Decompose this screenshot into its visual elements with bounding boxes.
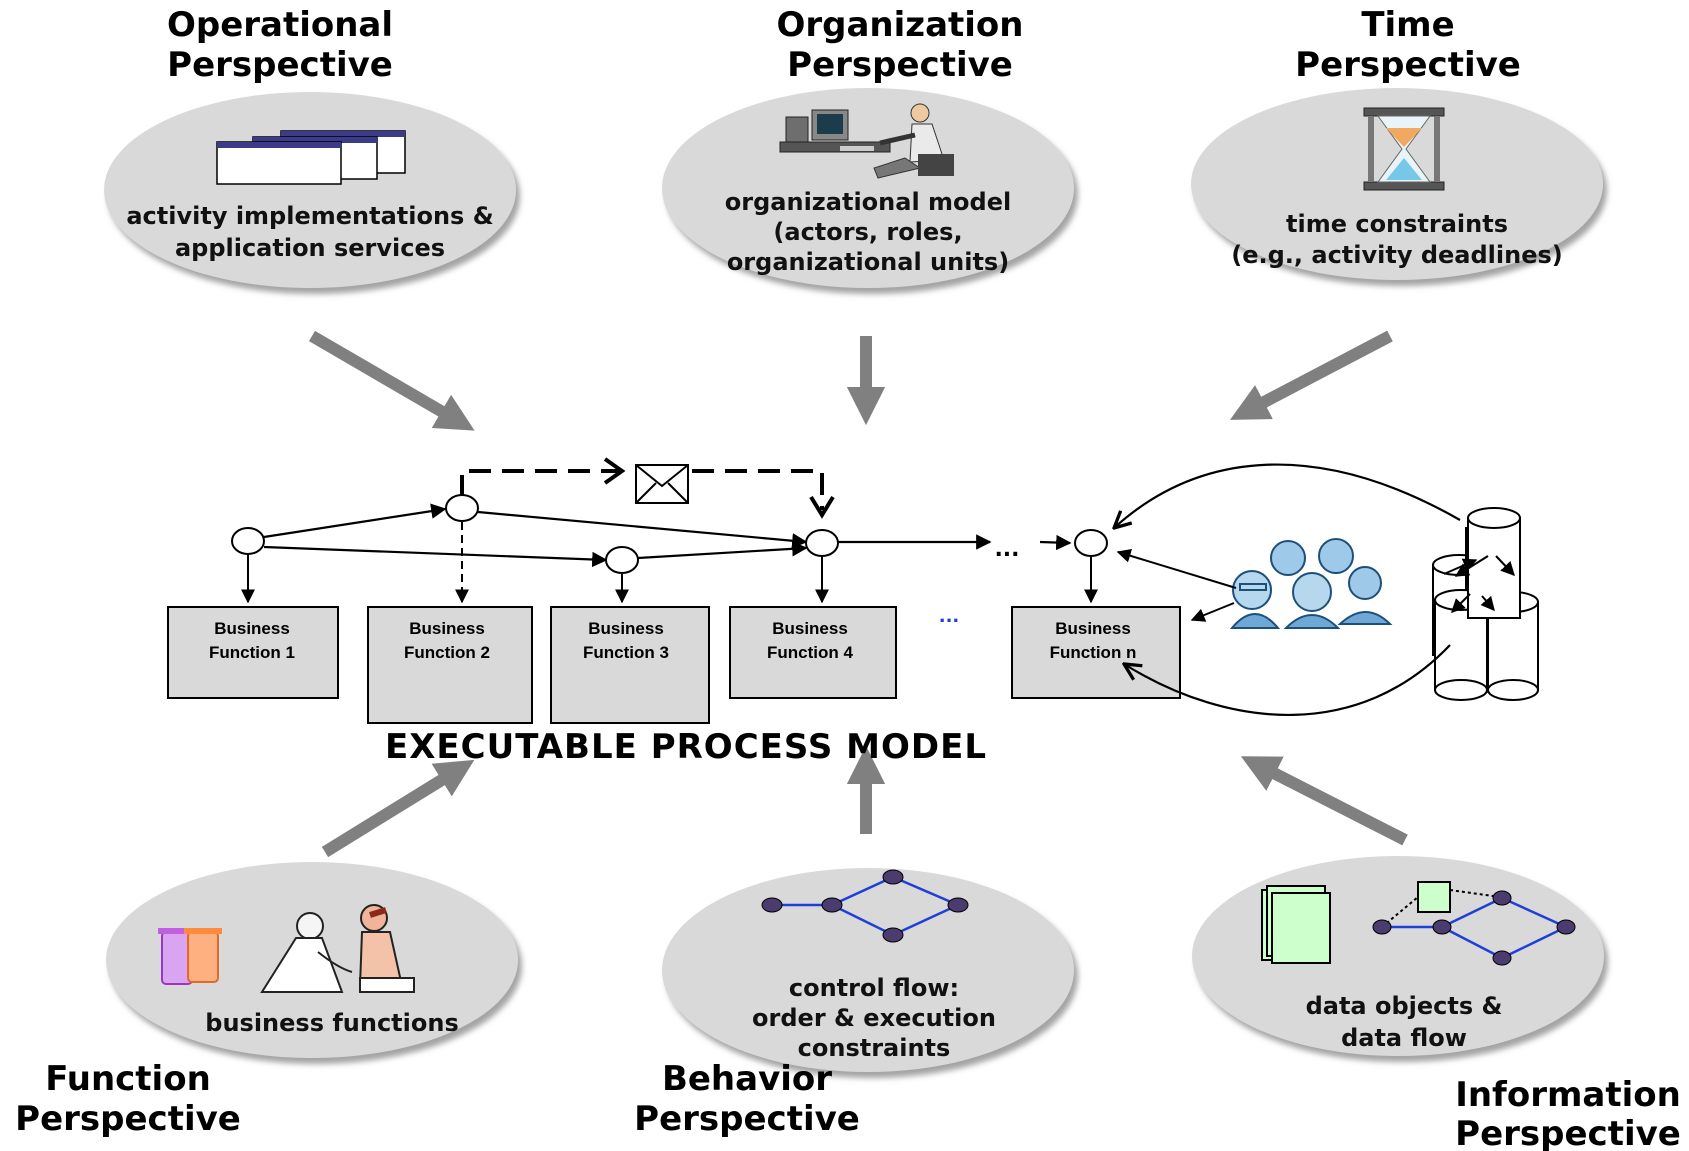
- people-group-icon: [1229, 538, 1393, 629]
- arrow-information-to-model: [1240, 756, 1408, 846]
- control-flow-graph-icon: [761, 869, 969, 943]
- information-title-line2: Perspective: [1455, 1114, 1681, 1151]
- edge-ellipsis-n5: [1039, 534, 1072, 551]
- organization-title-line1: Organization: [776, 5, 1023, 45]
- time-title-line1: Time: [1361, 5, 1454, 45]
- dataflow-db-to-function-n: [1124, 644, 1451, 716]
- time-text-line1: time constraints: [1286, 210, 1508, 238]
- message-flow-out: [460, 469, 620, 497]
- process-node-1: [231, 527, 265, 555]
- organization-title-line2: Perspective: [787, 45, 1013, 85]
- function-1-line2: Function 1: [209, 643, 295, 662]
- person-at-computer-icon: [779, 103, 954, 179]
- function-2-line1: Business: [409, 619, 485, 638]
- function-text-line1: business functions: [205, 1009, 458, 1037]
- information-text-line1: data objects &: [1306, 992, 1503, 1020]
- executable-process-model: ... Business Function 1 Business Functio…: [167, 457, 1539, 767]
- arrow-operational-to-model: [308, 330, 475, 431]
- arrow-function-to-model: [321, 759, 475, 858]
- function-title-line2: Perspective: [15, 1099, 241, 1139]
- business-function-2: Business Function 2: [367, 606, 533, 724]
- business-function-n: Business Function n: [1011, 606, 1181, 699]
- message-flow-arrowhead: [603, 457, 626, 485]
- information-title-line1: Information: [1455, 1075, 1681, 1115]
- edge-n3-n4: [637, 541, 808, 560]
- function-2-line2: Function 2: [404, 643, 490, 662]
- behavior-text-line1: control flow:: [789, 974, 959, 1002]
- process-node-n: [1074, 529, 1108, 557]
- behavior-perspective: control flow: order & execution constrai…: [634, 868, 1074, 1139]
- organization-text-line3: organizational units): [727, 248, 1009, 276]
- data-objects-graph-icon: [1261, 881, 1576, 966]
- doctor-patient-icon: [158, 904, 415, 993]
- time-perspective: Time Perspective time constraints (e.g.,…: [1191, 5, 1603, 280]
- function-3-line2: Function 3: [583, 643, 669, 662]
- behavior-text-line3: constraints: [798, 1034, 951, 1062]
- process-node-4: [805, 529, 839, 557]
- edge-n1-n2: [263, 503, 447, 539]
- operational-perspective: Operational Perspective activity impleme…: [104, 5, 516, 288]
- organization-ellipse: [662, 88, 1074, 288]
- function-n-line2: Function n: [1050, 643, 1137, 662]
- behavior-text-line2: order & execution: [752, 1004, 996, 1032]
- stacked-windows-icon: [216, 130, 406, 185]
- time-text-line2: (e.g., activity deadlines): [1231, 241, 1563, 269]
- function-n-line1: Business: [1055, 619, 1131, 638]
- function-perspective: business functions Function Perspective: [15, 862, 518, 1139]
- time-title-line2: Perspective: [1295, 45, 1521, 85]
- organization-text-line1: organizational model: [725, 188, 1011, 216]
- business-function-3: Business Function 3: [550, 606, 710, 724]
- operational-ellipse: [104, 92, 516, 288]
- dataflow-db-to-node-n: [1114, 463, 1461, 528]
- behavior-ellipse: [662, 868, 1074, 1072]
- operational-text-line1: activity implementations &: [126, 202, 493, 230]
- function-3-line1: Business: [588, 619, 664, 638]
- operational-text-line2: application services: [175, 234, 445, 262]
- boxes-ellipsis: ...: [939, 606, 960, 627]
- message-flow-in: [692, 469, 824, 510]
- top-ellipsis: ...: [994, 537, 1019, 562]
- edge-n2-n4: [477, 510, 808, 549]
- organization-perspective: Organization Perspective organizational …: [662, 5, 1074, 288]
- edge-people-to-node-n: [1116, 548, 1237, 589]
- arrow-time-to-model: [1229, 330, 1393, 420]
- process-node-3: [605, 546, 639, 574]
- database-cylinders-icon: [1432, 507, 1539, 701]
- information-text-line2: data flow: [1341, 1024, 1467, 1052]
- operational-title-line1: Operational: [167, 5, 393, 45]
- process-model-title: EXECUTABLE PROCESS MODEL: [385, 727, 987, 767]
- function-1-line1: Business: [214, 619, 290, 638]
- function-4-line1: Business: [772, 619, 848, 638]
- operational-title-line2: Perspective: [167, 45, 393, 85]
- function-title-line1: Function: [45, 1059, 211, 1099]
- business-function-1: Business Function 1: [167, 606, 339, 699]
- behavior-title-line1: Behavior: [662, 1059, 832, 1099]
- edge-people-to-function-n: [1190, 602, 1235, 622]
- information-perspective: data objects & data flow Information Per…: [1192, 856, 1681, 1151]
- hourglass-icon: [1363, 107, 1445, 191]
- envelope-icon: [635, 464, 689, 504]
- edge-n1-n3: [263, 545, 608, 568]
- process-node-2: [445, 494, 479, 522]
- behavior-title-line2: Perspective: [634, 1099, 860, 1139]
- organization-text-line2: (actors, roles,: [773, 218, 962, 246]
- business-function-4: Business Function 4: [729, 606, 897, 699]
- function-4-line2: Function 4: [767, 643, 853, 662]
